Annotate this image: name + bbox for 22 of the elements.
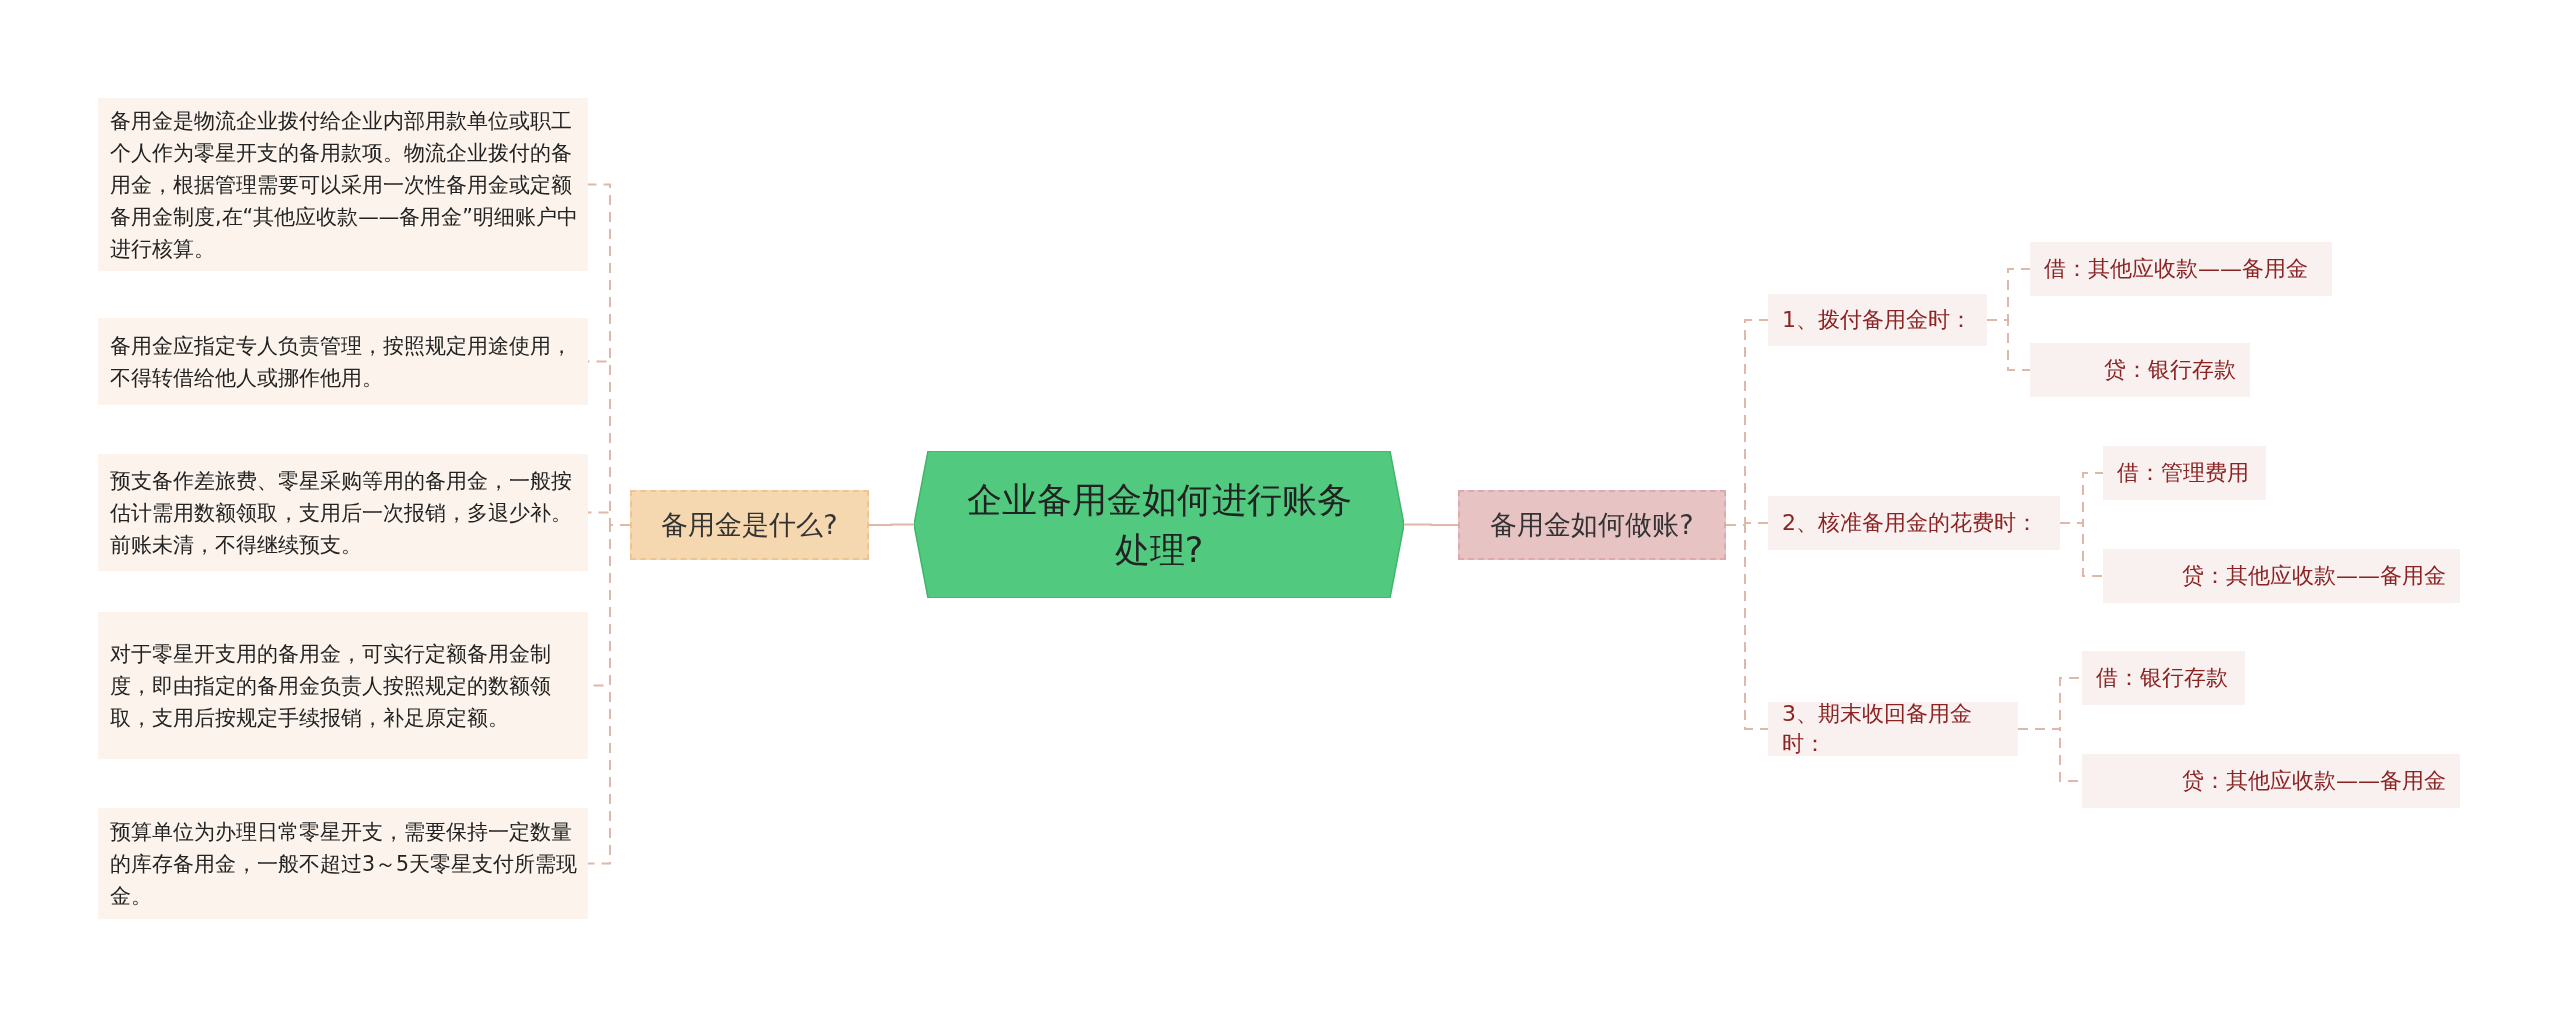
topic-hexagon: 企业备用金如何进行账务处理? <box>914 451 1404 598</box>
connector-line <box>1986 319 2031 371</box>
connector-line <box>1725 524 1769 730</box>
connector-line <box>2059 522 2104 577</box>
text-box: 预支备作差旅费、零星采购等用的备用金，一般按估计需用数额领取，支用后一次报销，多退少补。前账未清，不得继续预支。 <box>98 454 588 571</box>
connector-line <box>868 523 915 526</box>
step-box: 1、拨付备用金时： <box>1768 294 1987 346</box>
entry-box: 贷：其他应收款——备用金 <box>2103 549 2460 603</box>
entry-box: 借：其他应收款——备用金 <box>2030 242 2332 296</box>
branch-box: 备用金是什么? <box>630 490 869 560</box>
text-box: 预算单位为办理日常零星开支，需要保持一定数量的库存备用金，一般不超过3～5天零星支付所需现金。 <box>98 808 588 919</box>
text-box: 备用金应指定专人负责管理，按照规定用途使用，不得转借给他人或挪作他用。 <box>98 318 588 405</box>
text-box: 对于零星开支用的备用金，可实行定额备用金制度，即由指定的备用金负责人按照规定的数额领取，支用后按规定手续报销，补足原定额。 <box>98 612 588 759</box>
entry-box: 贷：其他应收款——备用金 <box>2082 754 2460 808</box>
entry-box: 贷：银行存款 <box>2030 343 2250 397</box>
text-box: 备用金是物流企业拨付给企业内部用款单位或职工个人作为零星开支的备用款项。物流企业拨付的备用金，根据管理需要可以采用一次性备用金或定额备用金制度,在“其他应收款——备用金”明细账户中进行核算。 <box>98 98 588 271</box>
step-box: 3、期末收回备用金时： <box>1768 702 2018 756</box>
entry-box: 借：管理费用 <box>2103 446 2266 500</box>
entry-box: 借：银行存款 <box>2082 651 2245 705</box>
branch-box: 备用金如何做账? <box>1458 490 1726 560</box>
connector-line <box>1403 523 1459 526</box>
step-box: 2、核准备用金的花费时： <box>1768 496 2060 550</box>
